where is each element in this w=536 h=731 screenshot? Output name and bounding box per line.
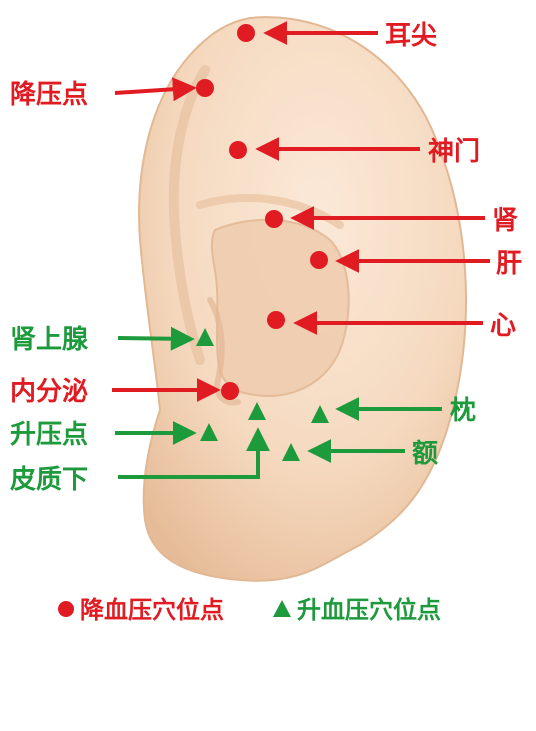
label-jiangyadian: 降压点 (10, 79, 88, 110)
point-shen (265, 210, 283, 228)
concha (211, 218, 350, 397)
legend-lower-marker (58, 601, 74, 617)
label-xin: 心 (490, 311, 516, 341)
label-shen: 肾 (492, 206, 518, 236)
point-shenmen (229, 141, 247, 159)
point-xin (267, 311, 285, 329)
point-shenshangxian (196, 328, 214, 346)
legend-lower-label: 降血压穴位点 (80, 596, 224, 624)
legend-raise-label: 升血压穴位点 (297, 596, 441, 624)
label-shenmen: 神门 (428, 137, 480, 167)
label-shengyadian: 升压点 (10, 419, 88, 450)
point-pizhixia (248, 402, 266, 420)
label-gan: 肝 (496, 249, 522, 279)
legend-raise-marker (273, 600, 291, 617)
point-gan (310, 251, 328, 269)
point-ershan (237, 24, 255, 42)
arrow-shenshangxian (117, 326, 195, 351)
point-jiangyadian (196, 79, 214, 97)
label-pizhixia: 皮质下 (10, 465, 88, 495)
arrow-jiangyadian (114, 77, 197, 102)
label-zhen: 枕 (450, 396, 476, 426)
point-shengyadian (200, 423, 218, 441)
label-ershan: 耳尖 (385, 21, 437, 51)
arrow-pizhixia (118, 427, 270, 479)
point-zhen (311, 405, 329, 423)
point-e (282, 443, 300, 461)
point-neifenmi (221, 382, 239, 400)
label-neifenmi: 内分泌 (10, 377, 88, 407)
label-shenshangxian: 肾上腺 (10, 325, 89, 355)
label-e: 额 (412, 439, 438, 469)
